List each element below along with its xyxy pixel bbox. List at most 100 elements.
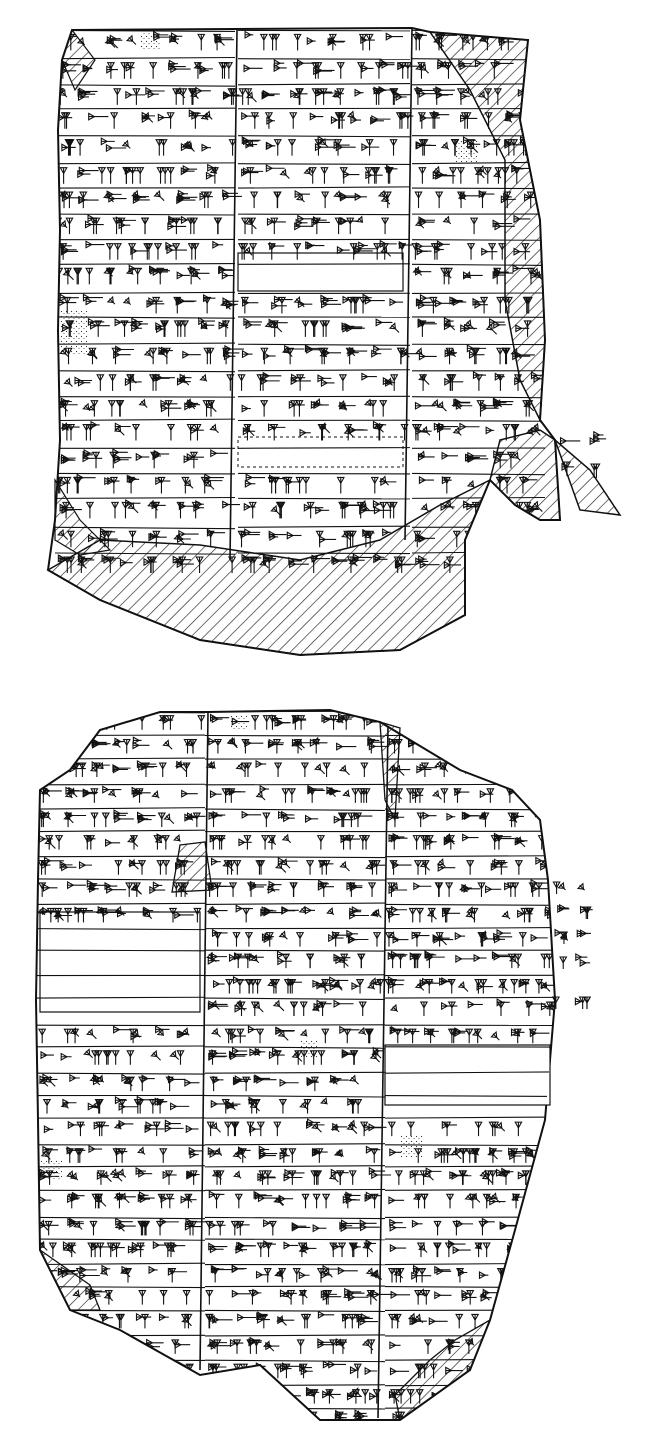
obverse-blank-band-1 (237, 252, 404, 292)
obverse-column-divider-1 (229, 29, 238, 561)
ruling-line (54, 496, 236, 499)
ruling-line (204, 1117, 386, 1119)
ruling-line (411, 472, 546, 476)
obverse-stipple-2 (140, 32, 160, 50)
ruling-line (237, 343, 411, 346)
ruling-line (237, 186, 411, 189)
reverse-damage-bottom-left (39, 1249, 101, 1311)
reverse-column-divider-1 (199, 711, 209, 1371)
ruling-line (36, 878, 206, 881)
ruling-line (204, 1359, 386, 1363)
ruling-line (411, 83, 546, 86)
ruling-line (204, 1216, 386, 1220)
ruling-line (204, 808, 386, 812)
ruling-line (204, 734, 386, 737)
ruling-line (36, 807, 206, 810)
ruling-line (54, 213, 236, 216)
ruling-line (36, 1262, 206, 1266)
ruling-line (204, 1334, 386, 1337)
ruling-line (204, 1238, 386, 1241)
ruling-line (36, 1286, 206, 1289)
ruling-line (384, 808, 555, 811)
ruling-line (411, 496, 546, 499)
ruling-line (36, 928, 206, 931)
ruling-line (204, 1188, 386, 1191)
ruling-line (384, 996, 555, 999)
ruling-line (36, 1072, 206, 1075)
ruling-line (237, 135, 411, 138)
ruling-line (411, 239, 546, 241)
reverse-blank-area-2 (384, 1044, 551, 1106)
ruling-line (36, 1334, 206, 1337)
ruling-line (36, 996, 206, 999)
ruling-line (204, 1095, 386, 1098)
ruling-line (384, 734, 555, 737)
ruling-line (384, 1406, 555, 1409)
obverse-blank-band-2 (237, 436, 404, 468)
ruling-line (237, 58, 411, 60)
ruling-line (384, 855, 555, 858)
ruling-line (36, 902, 206, 905)
ruling-line (54, 418, 236, 422)
ruling-line (237, 263, 411, 265)
ruling-line (54, 107, 236, 110)
ruling-line (384, 1095, 555, 1097)
ruling-line (54, 162, 236, 165)
ruling-line (54, 56, 236, 60)
ruling-line (384, 1384, 555, 1387)
obverse-damage-bottom (46, 429, 622, 656)
reverse-stipple-3 (300, 1040, 318, 1058)
ruling-line (54, 552, 236, 555)
ruling-line (54, 316, 236, 319)
ruling-line (384, 903, 555, 906)
obverse-damage-lower-left (54, 477, 112, 556)
ruling-line (204, 1143, 386, 1146)
ruling-line (36, 855, 206, 858)
ruling-line (411, 263, 546, 266)
ruling-line (384, 1165, 555, 1168)
reverse-view (34, 708, 557, 1422)
ruling-line (411, 161, 546, 165)
ruling-line (384, 1144, 555, 1147)
ruling-line (384, 927, 555, 930)
ruling-line (411, 396, 546, 399)
ruling-line (36, 1309, 206, 1312)
ruling-line (36, 829, 206, 833)
ruling-line (204, 1285, 386, 1288)
ruling-line (54, 526, 236, 530)
reverse-stipple-1 (40, 1160, 62, 1180)
ruling-line (36, 949, 206, 952)
ruling-line (384, 758, 555, 761)
ruling-line (204, 878, 386, 881)
margin-overflow-signs (551, 430, 607, 1009)
ruling-line (237, 525, 411, 528)
ruling-line (411, 419, 546, 422)
ruling-line (411, 58, 546, 61)
ruling-line (36, 1216, 206, 1220)
ruling-line (204, 1046, 386, 1049)
ruling-line (204, 997, 386, 1001)
ruling-line (36, 1407, 206, 1409)
ruling-line (54, 262, 236, 265)
ruling-line (237, 552, 411, 555)
ruling-line (36, 1165, 206, 1168)
ruling-line (54, 291, 236, 295)
ruling-line (54, 84, 236, 87)
obverse-view (46, 26, 622, 657)
obverse-ruling-lines (54, 29, 546, 555)
ruling-line (36, 1238, 206, 1241)
ruling-line (237, 163, 411, 165)
ruling-line (204, 1165, 386, 1168)
ruling-line (384, 1116, 555, 1119)
ruling-line (36, 783, 206, 786)
ruling-line (204, 902, 386, 905)
ruling-line (204, 974, 386, 977)
ruling-line (36, 1385, 206, 1388)
ruling-line (204, 949, 386, 952)
obverse-damage-right (428, 31, 546, 423)
ruling-line (384, 783, 555, 786)
ruling-line (237, 213, 411, 216)
ruling-line (384, 1071, 555, 1074)
